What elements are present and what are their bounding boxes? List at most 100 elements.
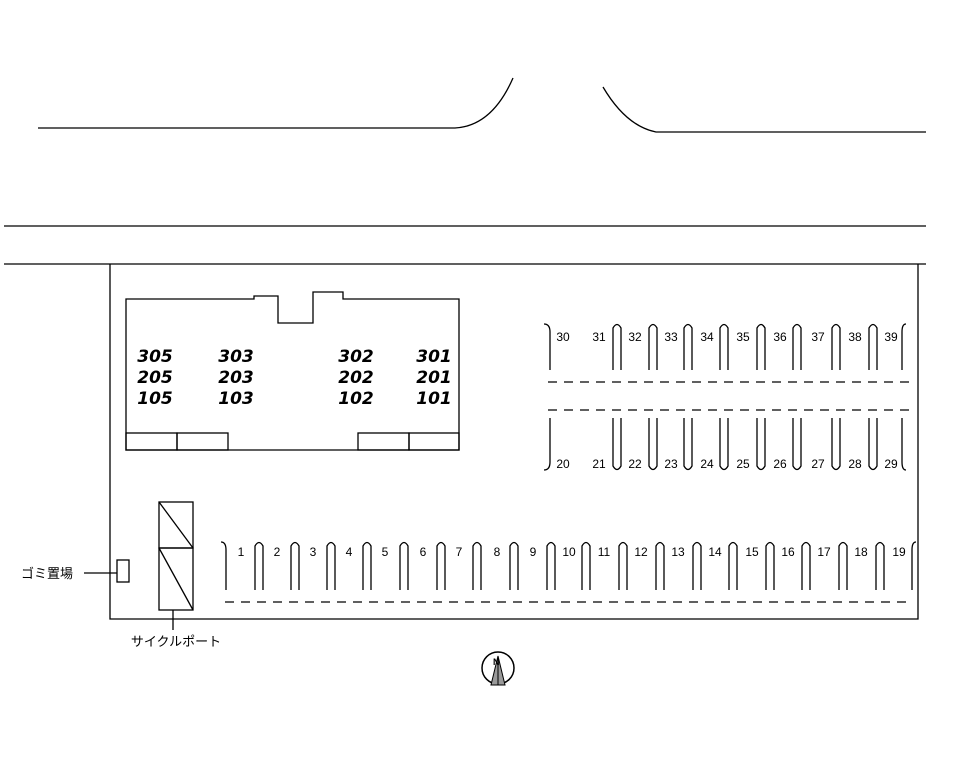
parking-divider [831, 418, 841, 471]
garbage-area: ゴミ置場 [21, 559, 130, 583]
parking-divider [868, 418, 878, 471]
parking-divider [362, 541, 372, 590]
road-edge-left [38, 77, 514, 129]
parking-divider [792, 323, 802, 370]
parking-row-middle: 20 21 22 23 24 25 26 27 28 29 [556, 457, 898, 471]
parking-space-number: 19 [892, 545, 906, 559]
unit-number: 302 [338, 347, 374, 367]
parking-divider [692, 541, 702, 590]
parking-space-number: 21 [592, 457, 606, 471]
parking-divider [581, 541, 591, 590]
parking-divider [254, 541, 264, 590]
parking-divider [683, 418, 693, 471]
parking-space-number: 38 [848, 330, 862, 344]
parking-space-number: 30 [556, 330, 570, 344]
parking-divider [546, 541, 556, 590]
unit-number: 305 [137, 347, 173, 367]
parking-space-number: 26 [773, 457, 787, 471]
parking-divider [868, 323, 878, 370]
cycle-port-diagonal [158, 547, 194, 611]
parking-space-number: 5 [382, 545, 389, 559]
parking-divider [543, 323, 551, 370]
cycle-port-diagonal [158, 501, 194, 549]
parking-space-number: 17 [817, 545, 831, 559]
parking-space-number: 15 [745, 545, 759, 559]
parking-divider [756, 418, 766, 471]
parking-space-number: 18 [854, 545, 868, 559]
parking-space-number: 16 [781, 545, 795, 559]
parking-space-number: 22 [628, 457, 642, 471]
parking-divider [728, 541, 738, 590]
parking-divider [290, 541, 300, 590]
parking-space-number: 36 [773, 330, 787, 344]
parking-divider [801, 541, 811, 590]
parking-divider [901, 323, 907, 370]
parking-space-number: 3 [310, 545, 317, 559]
parking-divider [756, 323, 766, 370]
parking-space-number: 6 [420, 545, 427, 559]
parking-space-number: 13 [671, 545, 685, 559]
parking-space-number: 34 [700, 330, 714, 344]
parking-divider [612, 323, 622, 370]
parking-divider [612, 418, 622, 471]
parking-divider [326, 541, 336, 590]
parking-space-number: 33 [664, 330, 678, 344]
cycle-port-label: サイクルポート [131, 635, 221, 650]
parking-space-number: 23 [664, 457, 678, 471]
site-boundary [109, 264, 919, 620]
parking-dividers [220, 323, 917, 590]
parking-space-number: 39 [884, 330, 898, 344]
road [4, 77, 926, 265]
garbage-label: ゴミ置場 [21, 566, 73, 582]
parking-space-number: 8 [494, 545, 501, 559]
parking-divider [220, 541, 227, 590]
parking-divider [655, 541, 665, 590]
building-outline [125, 291, 460, 451]
parking-divider [399, 541, 409, 590]
parking-divider [875, 541, 885, 590]
parking-space-number: 27 [811, 457, 825, 471]
parking-divider [648, 418, 658, 471]
parking-space-number: 1 [238, 545, 245, 559]
unit-number: 105 [137, 389, 173, 409]
unit-number: 201 [416, 368, 452, 388]
unit-number: 103 [218, 389, 254, 409]
balcony [125, 432, 178, 451]
parking-divider [792, 418, 802, 471]
compass-icon: N [481, 651, 515, 686]
parking-space-number: 12 [634, 545, 648, 559]
balcony [408, 432, 460, 451]
road-edge-right [602, 86, 926, 133]
parking-space-number: 11 [598, 545, 611, 559]
parking-space-number: 24 [700, 457, 714, 471]
parking-space-number: 7 [456, 545, 463, 559]
parking-divider [618, 541, 628, 590]
parking-divider [472, 541, 482, 590]
parking-space-number: 4 [346, 545, 353, 559]
parking-space-number: 25 [736, 457, 750, 471]
parking-divider [683, 323, 693, 370]
parking-divider [765, 541, 775, 590]
unit-number: 301 [416, 347, 452, 367]
parking-divider [831, 323, 841, 370]
parking-space-number: 9 [530, 545, 537, 559]
unit-numbers: 305 303 302 301 205 203 202 201 105 103 … [137, 347, 452, 409]
parking-space-number: 29 [884, 457, 898, 471]
cycle-port: サイクルポート [131, 501, 221, 650]
parking-row-top: 30 31 32 33 34 35 36 37 38 39 [556, 330, 898, 344]
parking-divider [543, 418, 551, 471]
parking-space-number: 35 [736, 330, 750, 344]
parking-divider [838, 541, 848, 590]
parking-space-number: 28 [848, 457, 862, 471]
compass-north-label: N [493, 657, 500, 667]
parking-space-number: 32 [628, 330, 642, 344]
unit-number: 303 [218, 347, 254, 367]
parking-divider [436, 541, 446, 590]
parking-divider [719, 323, 729, 370]
parking-divider [719, 418, 729, 471]
unit-number: 102 [338, 389, 374, 409]
parking-divider [648, 323, 658, 370]
parking-divider [901, 418, 907, 471]
parking-space-number: 14 [708, 545, 722, 559]
